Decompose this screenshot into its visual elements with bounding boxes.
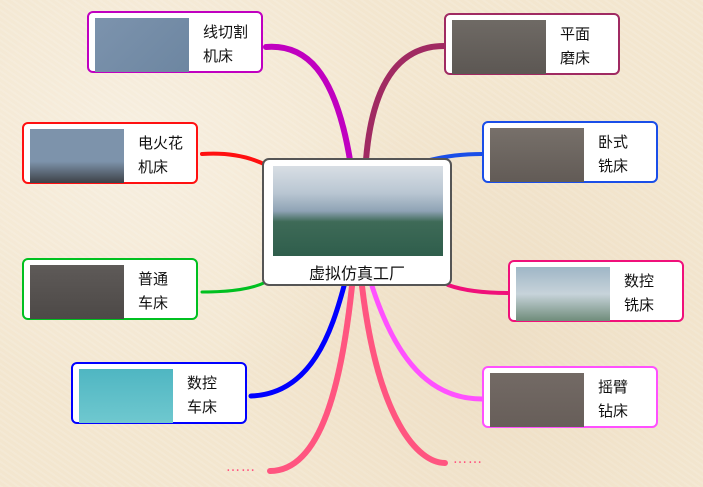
node-label: 线切割 [203, 23, 249, 41]
node-grinder[interactable]: 平面磨床 [444, 13, 620, 75]
node-edm[interactable]: 电火花机床 [22, 122, 198, 184]
factory-image [273, 166, 443, 256]
node-label: 铣床 [624, 296, 655, 314]
node-label: 磨床 [560, 49, 591, 67]
link-cnc-mill [446, 283, 510, 295]
node-wire-cut[interactable]: 线切割机床 [87, 11, 263, 73]
center-title: 虚拟仿真工厂 [308, 264, 405, 283]
node-horizontal-mill[interactable]: 卧式铣床 [482, 121, 658, 183]
node-cnc-mill[interactable]: 数控铣床 [508, 260, 684, 322]
center-node[interactable]: 虚拟仿真工厂 [262, 158, 452, 286]
node-label: 机床 [203, 47, 234, 65]
wire-cut-image [95, 18, 189, 72]
lathe-image [30, 265, 124, 319]
link-wire-cut [263, 43, 353, 163]
cnc-lathe-image [79, 369, 173, 423]
node-label: 钻床 [598, 402, 629, 420]
node-label: 卧式 [598, 133, 629, 151]
link-more-left [267, 283, 355, 474]
link-edm [200, 151, 268, 167]
node-label: 车床 [187, 398, 218, 416]
link-more-right [359, 283, 448, 466]
more-right-ellipsis: …… [453, 451, 483, 467]
link-radial-drill [369, 283, 485, 402]
node-label: 机床 [138, 158, 169, 176]
node-cnc-lathe[interactable]: 数控车床 [71, 362, 247, 424]
link-cnc-lathe [248, 283, 347, 399]
node-label: 铣床 [598, 157, 629, 175]
edm-image [30, 129, 124, 183]
horizontal-mill-image [490, 128, 584, 182]
node-label: 数控 [187, 374, 218, 392]
node-radial-drill[interactable]: 摇臂钻床 [482, 366, 658, 428]
link-lathe [200, 280, 268, 294]
cnc-mill-image [516, 267, 610, 321]
radial-drill-image [490, 373, 584, 427]
node-label: 普通 [138, 270, 169, 288]
link-grinder [363, 43, 447, 163]
node-label: 摇臂 [598, 378, 629, 396]
node-lathe[interactable]: 普通车床 [22, 258, 198, 320]
node-label: 车床 [138, 294, 169, 312]
node-label: 数控 [624, 272, 655, 290]
more-left-ellipsis: …… [226, 459, 256, 475]
grinder-image [452, 20, 546, 74]
node-label: 电火花 [138, 134, 184, 152]
node-label: 平面 [560, 25, 591, 43]
